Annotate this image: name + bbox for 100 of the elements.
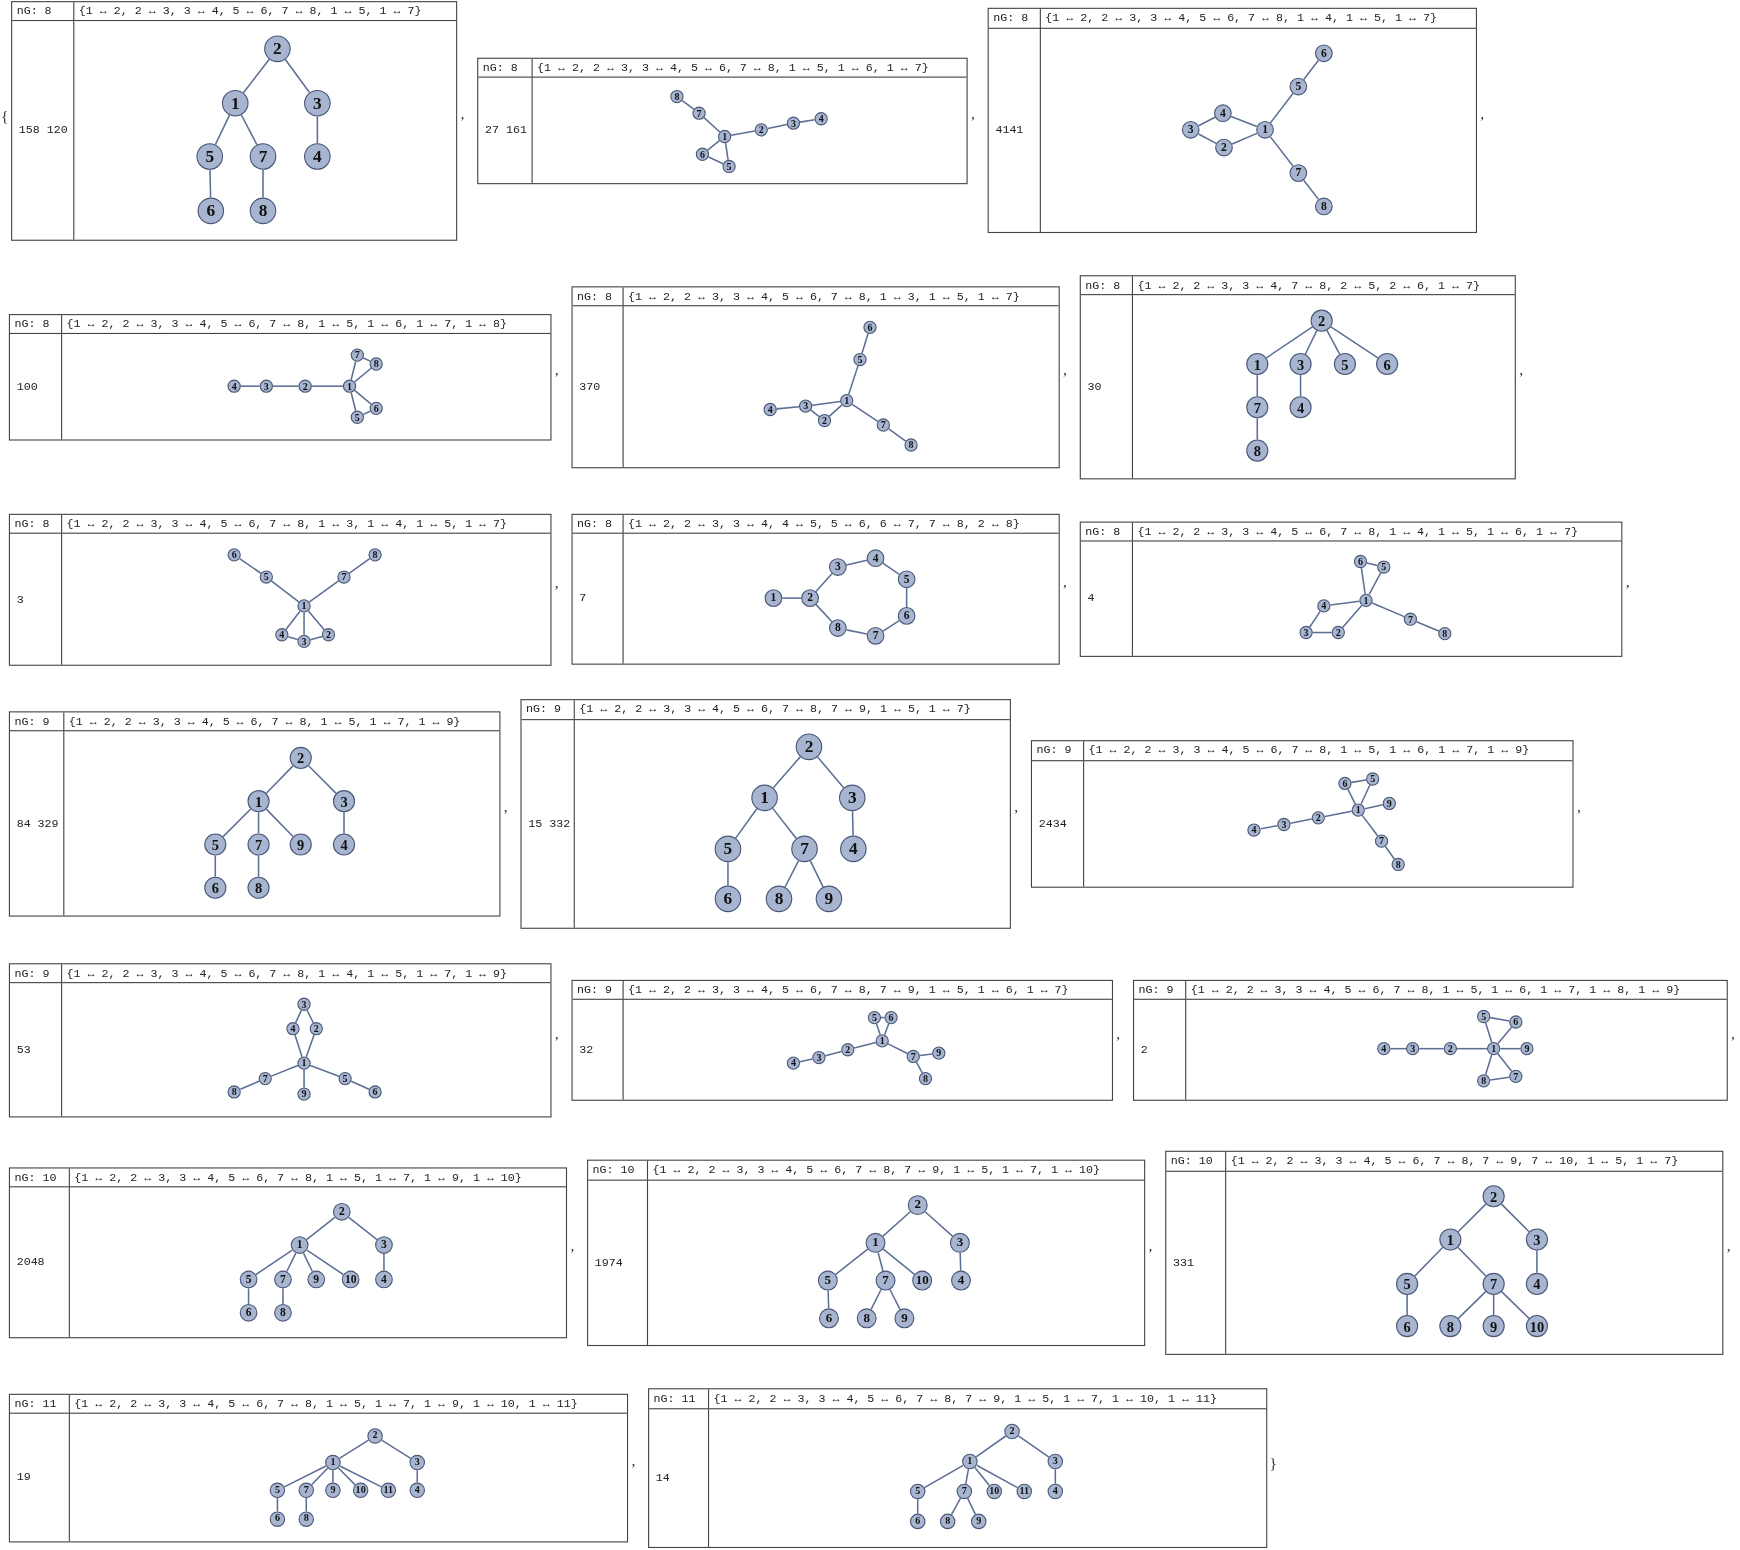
count-value: 27 161: [484, 123, 527, 138]
graph-edge: [1484, 1022, 1493, 1044]
graph-vertex: 8: [765, 885, 793, 913]
graph-edge: [1492, 1294, 1495, 1316]
vertex-count-label: nG: 10: [1170, 1154, 1213, 1169]
graph-edge: [350, 391, 357, 412]
graph-edge: [380, 1439, 412, 1460]
graph-edge: [883, 1023, 890, 1036]
count-value: 84 329: [16, 816, 59, 831]
graph-edge: [286, 1252, 297, 1273]
graph-edge: [834, 1248, 869, 1276]
count-value: 4141: [995, 123, 1024, 138]
graph-edge: [924, 1211, 954, 1237]
edge-list-text: {1 ↔ 2, 2 ↔ 3, 3 ↔ 4, 5 ↔ 6, 7 ↔ 8, 1 ↔ 5, 1 ↔ 6, 1 ↔ 7}: [537, 60, 929, 75]
graph-vertex: 5: [196, 143, 224, 170]
graph-vertex: 4: [275, 628, 289, 642]
graph-edge: [724, 142, 729, 161]
graph-vertex: 4: [304, 143, 331, 170]
vertex-count-label: nG: 8: [14, 317, 50, 331]
graph-edge: [950, 1497, 962, 1516]
graph-edge: [1536, 1249, 1538, 1274]
graph-edge: [1302, 59, 1320, 81]
graph-edge: [827, 1289, 830, 1310]
graph-vertex: 3: [949, 1232, 970, 1253]
graph-edge: [307, 765, 337, 795]
graph-edge: [1265, 326, 1314, 359]
graph-vertex: 1: [1351, 803, 1365, 817]
graph-edge: [845, 629, 868, 635]
graph-edge: [214, 854, 217, 878]
graph-edge: [294, 1034, 303, 1058]
vertex-count-label: nG: 8: [482, 60, 518, 75]
graph-vertex: 7: [258, 1071, 272, 1086]
graph-edge: [1457, 1290, 1487, 1320]
graph-vertex: 3: [409, 1454, 425, 1471]
graph-edge: [222, 808, 252, 838]
graph-edge: [1299, 374, 1302, 397]
graph-vertex: 5: [897, 570, 916, 589]
graph-vertex: 9: [971, 1513, 987, 1530]
graph-edge: [975, 1435, 1007, 1458]
graph-edge: [882, 1248, 916, 1276]
graph-edge: [305, 1497, 308, 1513]
graph-vertex: 8: [856, 1308, 877, 1329]
graph-edge: [265, 765, 294, 795]
graph-vertex: 8: [918, 1071, 933, 1086]
list-separator: ,: [503, 798, 508, 817]
graph-edge: [1500, 1203, 1530, 1233]
graph-edge: [1457, 1246, 1487, 1277]
graph-vertex: 9: [815, 885, 843, 913]
graph-vertex: 1: [1487, 1042, 1501, 1056]
graph-edge: [353, 367, 372, 383]
graph-vertex: 2: [1443, 1042, 1458, 1056]
graph-edge: [730, 130, 756, 137]
graph-edge: [1500, 1290, 1530, 1320]
count-value: 32: [579, 1042, 594, 1057]
graph-edge: [302, 1252, 314, 1273]
graph-vertex: 3: [1406, 1042, 1420, 1056]
graph-vertex: 5: [1396, 1272, 1419, 1295]
graph-panel: [648, 1388, 1268, 1548]
graph-vertex: 7: [350, 348, 364, 362]
count-value: 7: [579, 591, 587, 606]
graph-edge: [270, 580, 300, 603]
graph-vertex: 7: [1246, 396, 1269, 419]
graph-vertex: 4: [227, 379, 241, 393]
graph-edge: [1326, 329, 1341, 355]
graph-vertex: 1: [1256, 120, 1274, 139]
graph-vertex: 8: [1246, 439, 1269, 462]
graph-edge: [1259, 824, 1279, 830]
edge-list-text: {1 ↔ 2, 2 ↔ 3, 3 ↔ 4, 5 ↔ 6, 7 ↔ 8, 7 ↔ 9, 1 ↔ 5, 1 ↔ 7}: [579, 702, 971, 717]
graph-vertex: 5: [867, 1010, 882, 1025]
graph-edge: [809, 860, 824, 888]
graph-vertex: 5: [338, 1071, 352, 1086]
graph-vertex: 9: [894, 1308, 915, 1329]
graph-edge: [332, 1469, 334, 1484]
graph-edge: [1457, 1203, 1487, 1233]
graph-vertex: 2: [1215, 138, 1233, 157]
graph-edge: [845, 559, 868, 566]
count-value: 15 332: [528, 816, 571, 831]
vertex-count-label: nG: 9: [14, 966, 50, 981]
graph-vertex: 1: [717, 129, 732, 144]
graph-vertex: 7: [298, 1482, 315, 1499]
graph-edge: [1324, 810, 1353, 818]
count-value: 370: [579, 379, 601, 394]
graph-vertex: 2: [289, 746, 312, 769]
graph-edge: [1330, 326, 1379, 359]
graph-vertex: 5: [817, 1270, 838, 1291]
graph-vertex: 1: [342, 379, 357, 393]
edge-list-text: {1 ↔ 2, 2 ↔ 3, 3 ↔ 4, 5 ↔ 6, 7 ↔ 8, 1 ↔ 5, 1 ↔ 6, 1 ↔ 7, 1 ↔ 9}: [1088, 743, 1530, 758]
graph-vertex: 1: [1439, 1228, 1462, 1251]
graph-edge: [285, 610, 301, 631]
graph-edge: [811, 400, 841, 407]
edge-list-text: {1 ↔ 2, 2 ↔ 3, 3 ↔ 4, 5 ↔ 6, 7 ↔ 8, 1 ↔ 5, 1 ↔ 7}: [78, 4, 422, 19]
graph-vertex: 11: [1016, 1483, 1032, 1500]
graph-edge: [915, 1061, 924, 1074]
graph-vertex: 6: [863, 320, 877, 334]
graph-vertex: 9: [307, 1270, 326, 1289]
opening-brace: {: [1, 107, 9, 126]
graph-vertex: 3: [828, 558, 847, 576]
graph-edge: [239, 1080, 260, 1091]
graph-vertex: 4: [951, 1270, 971, 1291]
graph-edge: [882, 619, 900, 632]
